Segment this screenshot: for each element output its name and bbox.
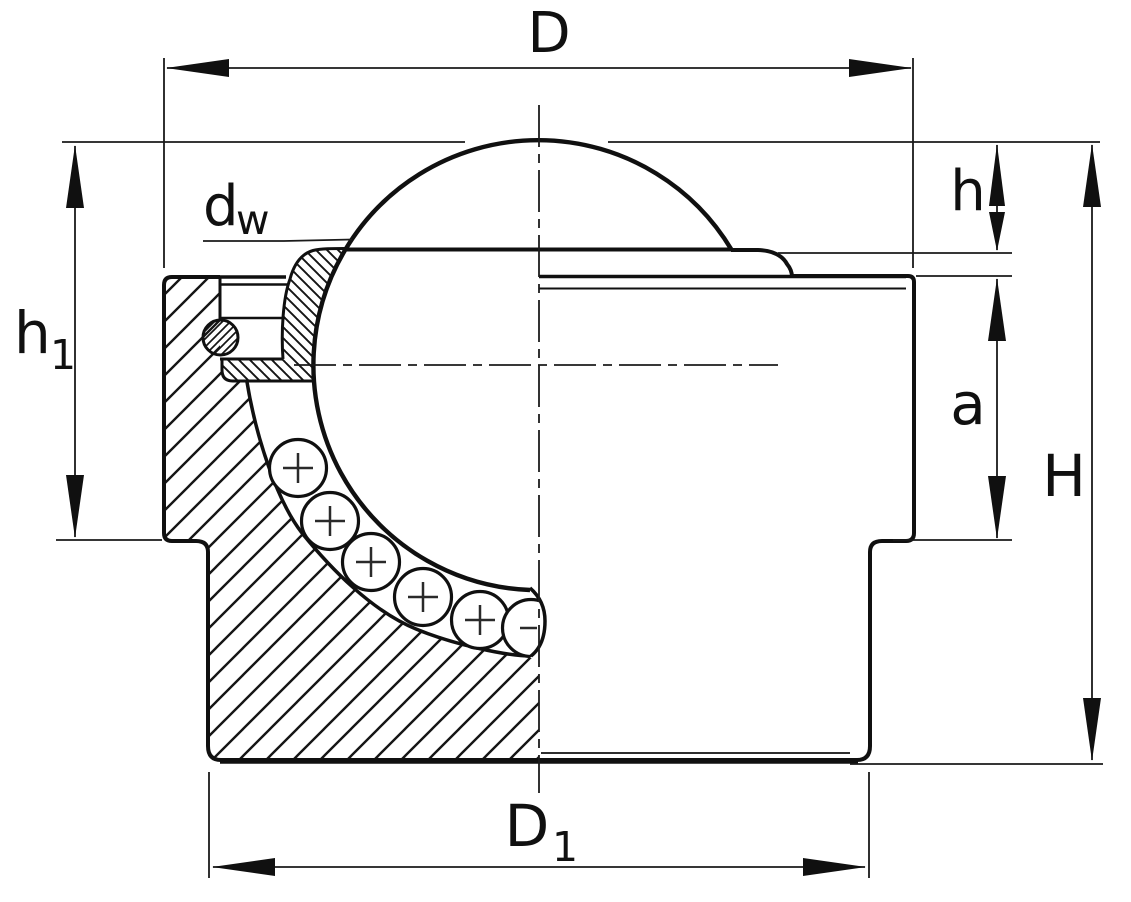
ball-centre-marks <box>283 453 537 635</box>
arrow-down-icon <box>1083 698 1101 761</box>
arrow-right-icon <box>803 858 866 876</box>
label-D1-sub: 1 <box>552 823 578 871</box>
arrow-up-icon <box>1083 144 1101 207</box>
pocket-detail-lines <box>218 247 347 383</box>
dimension-arrowheads <box>66 59 1101 876</box>
label-D1-main: D <box>505 792 550 860</box>
extension-lines <box>56 58 1103 878</box>
cap-lip-right <box>731 248 794 278</box>
label-dw-main: d <box>203 174 239 239</box>
label-dw-sub: w <box>236 196 270 244</box>
dimension-labels: D D 1 d w h 1 h a H <box>14 1 1086 871</box>
label-h: h <box>950 159 986 224</box>
label-h1-main: h <box>14 299 51 367</box>
arrow-down-icon <box>988 476 1006 539</box>
arrow-right-icon <box>849 59 912 77</box>
arrow-up-icon <box>988 278 1006 341</box>
housing-outline <box>162 247 916 764</box>
cap-foot-outline <box>220 359 312 383</box>
arrow-up-icon <box>989 144 1005 206</box>
snap-ring-section <box>201 318 240 357</box>
arrow-up-icon <box>66 145 84 208</box>
large-ball-outline <box>311 137 734 593</box>
label-H: H <box>1042 442 1086 510</box>
support-balls <box>267 437 562 659</box>
housing-hatch-region <box>165 277 539 758</box>
arrow-left-icon <box>166 59 229 77</box>
arrow-left-icon <box>212 858 275 876</box>
ball-raceway <box>245 381 562 659</box>
centerlines <box>294 105 778 793</box>
cap-outer-edge <box>280 247 347 360</box>
arrow-down-icon <box>989 212 1005 251</box>
label-h1-sub: 1 <box>50 331 76 379</box>
label-D: D <box>527 1 570 66</box>
label-a: a <box>950 370 986 438</box>
arrow-down-icon <box>66 475 84 538</box>
dw-leader-line <box>203 238 353 242</box>
raceway-end-hook <box>528 586 547 658</box>
